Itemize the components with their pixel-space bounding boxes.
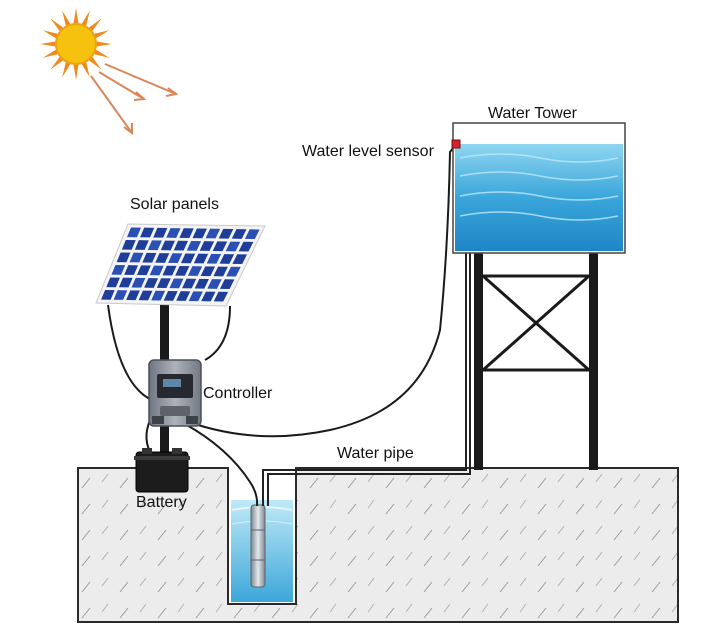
solar-cell xyxy=(200,266,216,277)
solar-cell xyxy=(127,227,142,238)
solar-cell xyxy=(155,253,170,263)
solar-cell xyxy=(149,265,164,276)
sun-ray xyxy=(93,30,110,39)
solar-cell xyxy=(144,278,159,288)
solar-cell xyxy=(194,278,209,289)
sun-ray xyxy=(50,56,64,70)
solar-cell xyxy=(129,252,144,263)
label-controller: Controller xyxy=(203,385,273,402)
solar-cell xyxy=(182,278,197,289)
sun-ray xyxy=(62,61,71,78)
sun-ray xyxy=(81,10,90,27)
solar-cell xyxy=(186,240,202,251)
solar-cell xyxy=(192,228,207,239)
solar-cell xyxy=(162,265,177,276)
sun-ray xyxy=(42,30,59,39)
solar-cell xyxy=(219,254,235,264)
label-water-pipe: Water pipe xyxy=(337,445,414,462)
solar-cell xyxy=(205,228,221,239)
sun-ray xyxy=(40,41,57,47)
sun-ray xyxy=(88,18,102,32)
solar-cell xyxy=(111,264,126,275)
solar-cell xyxy=(225,241,241,252)
solar-cell xyxy=(153,227,168,238)
label-battery: Battery xyxy=(136,494,187,511)
solar-cell xyxy=(175,265,190,276)
water-level-sensor xyxy=(451,139,461,149)
solar-cell xyxy=(231,229,247,239)
solar-cell xyxy=(232,254,248,265)
solar-cell xyxy=(213,266,228,277)
solar-cell xyxy=(193,253,209,264)
sun-ray xyxy=(62,10,71,27)
solar-cell xyxy=(213,291,229,302)
sun-ray xyxy=(73,63,79,80)
sun-ray xyxy=(93,49,110,58)
sun-ray xyxy=(73,8,79,25)
solar-cell xyxy=(207,279,222,289)
sun-ray xyxy=(50,18,64,32)
label-water-tower: Water Tower xyxy=(488,105,578,122)
sun-ray xyxy=(81,61,90,78)
solar-cell xyxy=(134,240,149,250)
solar-cell xyxy=(140,227,155,238)
solar-cell xyxy=(147,240,162,251)
solar-cell xyxy=(206,253,222,264)
solar-cell xyxy=(126,290,140,301)
submersible-pump xyxy=(250,504,266,588)
solar-cell xyxy=(199,241,215,251)
solar-cell xyxy=(173,240,189,251)
battery xyxy=(134,448,190,493)
solar-cell xyxy=(169,278,184,289)
label-solar-panels: Solar panels xyxy=(130,196,219,213)
solar-cell xyxy=(218,228,234,239)
solar-cell xyxy=(116,252,131,263)
solar-panel xyxy=(95,223,266,307)
solar-cell xyxy=(156,278,171,289)
solar-cell xyxy=(166,228,181,238)
solar-cell xyxy=(124,265,139,275)
solar-cell xyxy=(118,277,133,288)
solar-cell xyxy=(179,228,194,239)
solar-cell xyxy=(101,289,115,300)
solar-cell xyxy=(113,290,128,300)
solar-cell xyxy=(212,241,228,252)
sun-ray xyxy=(95,41,112,47)
solar-cell xyxy=(151,290,166,301)
solar-cell xyxy=(142,252,157,263)
sun-rays-arrows xyxy=(90,63,179,135)
ground xyxy=(77,467,679,623)
solar-cell xyxy=(121,239,136,250)
solar-cell xyxy=(106,277,120,288)
solar-cell xyxy=(176,291,191,301)
solar-cell xyxy=(244,229,260,240)
solar-cell xyxy=(201,291,216,302)
controller-device xyxy=(148,359,202,427)
solar-cell xyxy=(226,266,241,277)
solar-cell xyxy=(163,290,178,301)
solar-cell xyxy=(160,240,175,251)
label-water-level-sensor: Water level sensor xyxy=(302,143,435,160)
water-pipe xyxy=(262,252,471,506)
solar-cell xyxy=(188,291,203,302)
sun-icon xyxy=(40,8,112,80)
sun-ray xyxy=(88,56,102,70)
water-tower xyxy=(452,122,626,470)
solar-cell xyxy=(180,253,196,264)
solar-cell xyxy=(238,241,254,252)
solar-cell xyxy=(131,277,146,288)
solar-cell xyxy=(138,290,153,301)
solar-cell xyxy=(219,279,235,290)
solar-cell xyxy=(168,253,183,264)
solar-cell xyxy=(136,265,151,276)
sun-ray xyxy=(42,49,59,58)
solar-cell xyxy=(187,266,203,276)
